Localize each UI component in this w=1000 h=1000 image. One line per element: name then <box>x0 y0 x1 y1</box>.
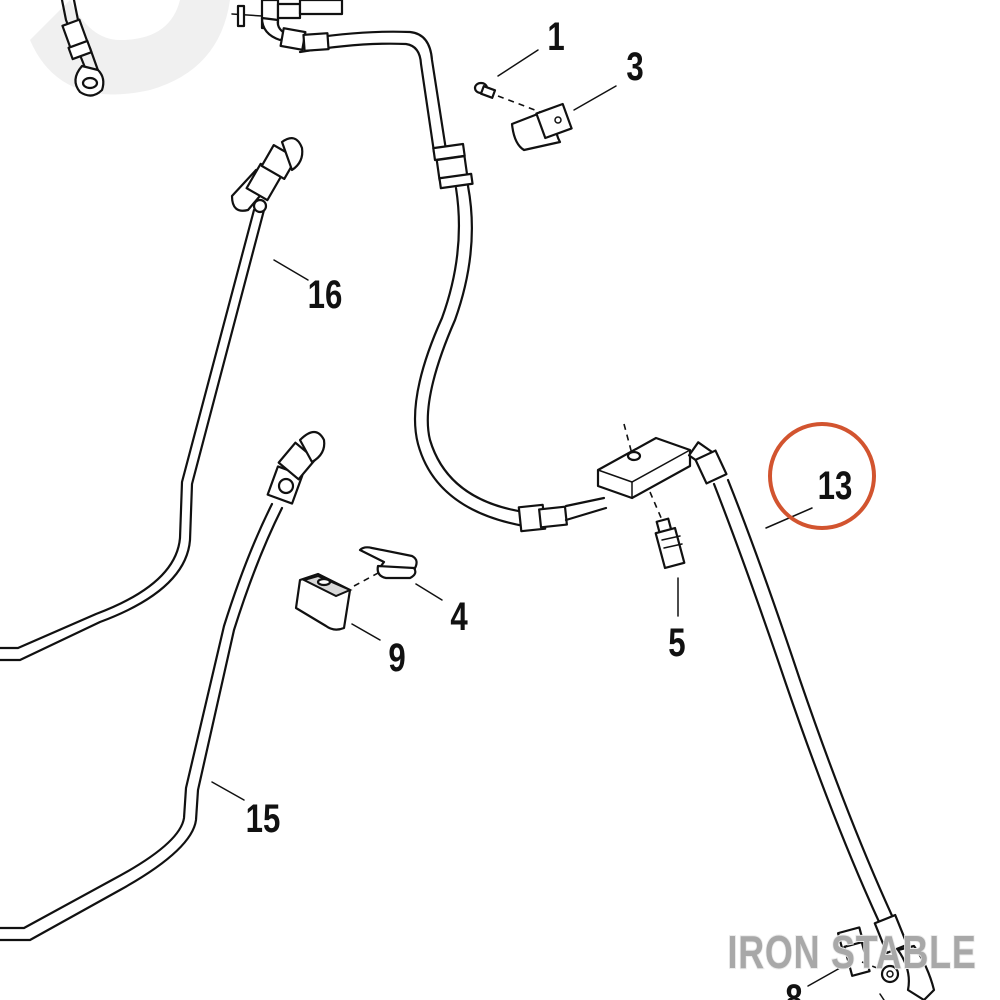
brake-line-part-15 <box>0 430 326 942</box>
callout-8: 8 <box>785 976 802 1000</box>
callout-9: 9 <box>388 635 405 680</box>
junction-block <box>596 423 692 521</box>
bolt-part-1 <box>473 81 557 119</box>
highlight-circle <box>768 422 876 530</box>
block-part-9 <box>294 572 353 631</box>
hose-part-13 <box>687 441 936 1000</box>
upper-hose-assembly <box>231 0 608 533</box>
clamp-part-3 <box>510 102 573 152</box>
clip-part-4 <box>353 546 418 587</box>
callout-15: 15 <box>246 796 281 841</box>
top-left-hose <box>60 0 105 97</box>
watermark-text: IRON STABLE <box>727 927 976 978</box>
callout-4: 4 <box>450 594 467 639</box>
callout-3: 3 <box>626 44 643 89</box>
bleeder-part-5 <box>654 517 686 570</box>
banjo-bolt-part-8 <box>836 926 900 1000</box>
callout-16: 16 <box>308 272 343 317</box>
callout-13: 13 <box>818 463 853 508</box>
watermark-logo-shape <box>30 0 230 95</box>
callout-1: 1 <box>547 14 564 59</box>
leader-lines <box>211 49 841 987</box>
callout-5: 5 <box>668 620 685 665</box>
brake-line-part-16 <box>0 137 304 662</box>
